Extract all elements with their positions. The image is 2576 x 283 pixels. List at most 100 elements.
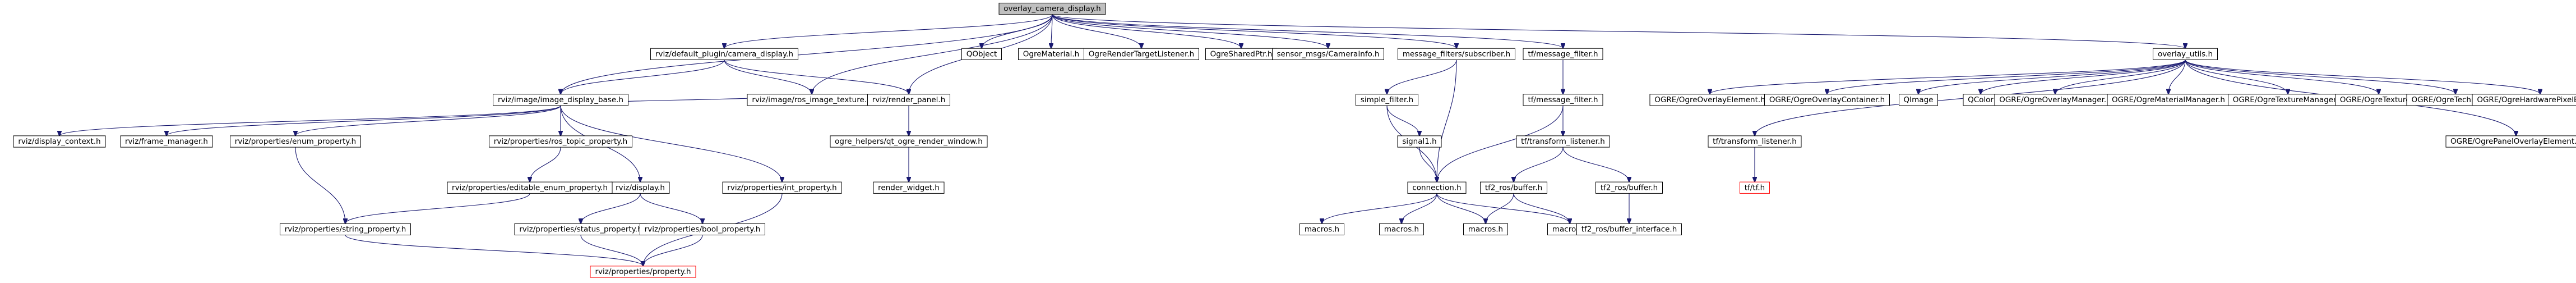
- node-qobject[interactable]: QObject: [961, 48, 1002, 60]
- edge-root-to-ogresharedptr: [1052, 14, 1241, 49]
- node-box: [830, 135, 988, 148]
- edge-root-to-camerainfo: [1052, 14, 1328, 49]
- node-display-context[interactable]: rviz/display_context.h: [13, 135, 106, 148]
- node-tf-transform-listener-a[interactable]: tf/transform_listener.h: [1516, 135, 1610, 148]
- node-ogresharedptr[interactable]: OgreSharedPtr.h: [1205, 48, 1277, 60]
- node-label: tf2_ros/buffer.h: [1601, 183, 1658, 192]
- node-label: rviz/properties/enum_property.h: [235, 137, 356, 146]
- node-box: [1523, 94, 1603, 106]
- edge-default-plugin-camera-display-to-image-display-base: [561, 60, 725, 94]
- node-ogre-hw-pixel-buffer[interactable]: OGRE/OgreHardwarePixelBuffer.h: [2472, 94, 2576, 106]
- node-tf-tf[interactable]: tf/tf.h: [1740, 181, 1770, 194]
- edge-ros-topic-property-to-editable-enum-property: [530, 147, 561, 182]
- node-ros-image-texture[interactable]: rviz/image/ros_image_texture.h: [747, 94, 877, 106]
- node-box: [1576, 223, 1682, 236]
- node-string-property[interactable]: rviz/properties/string_property.h: [280, 223, 411, 236]
- node-overlay-utils[interactable]: overlay_utils.h: [2153, 48, 2218, 60]
- node-label: macros.h: [1305, 225, 1339, 234]
- node-box: [961, 48, 1002, 60]
- node-message-filters-subscriber[interactable]: message_filters/subscriber.h: [1398, 48, 1515, 60]
- node-tf-transform-listener-b[interactable]: tf/transform_listener.h: [1708, 135, 1802, 148]
- node-ogre-overlay-manager[interactable]: OGRE/OgreOverlayManager.h: [1994, 94, 2116, 106]
- node-root[interactable]: overlay_camera_display.h: [998, 2, 1106, 15]
- node-qcolor[interactable]: QColor: [1963, 94, 1999, 106]
- node-ros-topic-property[interactable]: rviz/properties/ros_topic_property.h: [489, 135, 632, 148]
- node-ogre-overlay-element[interactable]: OGRE/OgreOverlayElement.h: [1649, 94, 1770, 106]
- node-box: [13, 135, 106, 148]
- node-bool-property[interactable]: rviz/properties/bool_property.h: [640, 223, 765, 236]
- edge-image-display-base-to-int-property: [560, 106, 782, 182]
- node-label: rviz/properties/ros_topic_property.h: [494, 137, 627, 146]
- node-box: [1708, 135, 1802, 148]
- node-box: [230, 135, 361, 148]
- node-ogre-texture[interactable]: OGRE/OgreTexture.h: [2335, 94, 2422, 106]
- node-label: OgreRenderTargetListener.h: [1089, 49, 1195, 58]
- node-box: [640, 223, 765, 236]
- node-connection[interactable]: connection.h: [1407, 181, 1467, 194]
- edge-default-plugin-camera-display-to-ros-image-texture: [724, 60, 812, 94]
- node-ogrerendertargetlistener[interactable]: OgreRenderTargetListener.h: [1084, 48, 1199, 60]
- node-tf2-ros-buffer-a[interactable]: tf2_ros/buffer.h: [1480, 181, 1547, 194]
- node-frame-manager[interactable]: rviz/frame_manager.h: [120, 135, 213, 148]
- edge-overlay-utils-to-qimage: [1918, 60, 2186, 94]
- node-box: [1397, 135, 1442, 148]
- node-box: [2445, 135, 2576, 148]
- node-box: [873, 181, 945, 194]
- node-tf2-ros-buffer-b[interactable]: tf2_ros/buffer.h: [1595, 181, 1663, 194]
- node-box: [2153, 48, 2218, 60]
- node-label: rviz/image/ros_image_texture.h: [752, 95, 871, 104]
- edge-message-filters-subscriber-to-simple-filter: [1387, 60, 1457, 94]
- node-box: [1398, 48, 1515, 60]
- node-box: [650, 48, 798, 60]
- node-macros-b[interactable]: macros.h: [1379, 223, 1424, 236]
- node-status-property[interactable]: rviz/properties/status_property.h: [514, 223, 648, 236]
- node-label: QColor: [1968, 95, 1994, 104]
- node-tf2-buffer-interface[interactable]: tf2_ros/buffer_interface.h: [1576, 223, 1682, 236]
- edge-default-plugin-camera-display-to-render-panel: [724, 60, 909, 94]
- node-label: tf/message_filter.h: [1528, 95, 1598, 104]
- nodes-layer: overlay_camera_display.h rviz/default_plu…: [13, 2, 2576, 278]
- node-enum-property[interactable]: rviz/properties/enum_property.h: [230, 135, 361, 148]
- node-property[interactable]: rviz/properties/property.h: [590, 266, 696, 278]
- node-macros-c[interactable]: macros.h: [1463, 223, 1508, 236]
- node-tf-message-filter-top[interactable]: tf/message_filter.h: [1523, 48, 1603, 60]
- node-ogrematerial[interactable]: OgreMaterial.h: [1018, 48, 1084, 60]
- node-image-display-base[interactable]: rviz/image/image_display_base.h: [493, 94, 628, 106]
- node-box: [1407, 181, 1467, 194]
- node-qimage[interactable]: QImage: [1899, 94, 1938, 106]
- edge-image-display-base-to-display-context: [59, 105, 561, 136]
- edge-root-to-default-plugin-camera-display: [724, 14, 1053, 49]
- node-ogre-panel-overlay-element[interactable]: OGRE/OgrePanelOverlayElement.h: [2445, 135, 2576, 148]
- node-ogre-overlay-container[interactable]: OGRE/OgreOverlayContainer.h: [1764, 94, 1890, 106]
- edge-overlay-utils-to-ogre-texture-manager: [2185, 60, 2288, 94]
- node-render-panel[interactable]: rviz/render_panel.h: [867, 94, 950, 106]
- node-tf-message-filter-mid[interactable]: tf/message_filter.h: [1523, 94, 1603, 106]
- node-box: [722, 181, 842, 194]
- node-signal1[interactable]: signal1.h: [1397, 135, 1442, 148]
- node-label: connection.h: [1412, 183, 1461, 192]
- node-box: [447, 181, 613, 194]
- node-ogre-texture-manager[interactable]: OGRE/OgreTextureManager.h: [2228, 94, 2348, 106]
- node-label: ogre_helpers/qt_ogre_render_window.h: [835, 137, 983, 146]
- node-box: [1764, 94, 1890, 106]
- node-camerainfo[interactable]: sensor_msgs/CameraInfo.h: [1272, 48, 1384, 60]
- node-default-plugin-camera-display[interactable]: rviz/default_plugin/camera_display.h: [650, 48, 798, 60]
- node-render-widget[interactable]: render_widget.h: [873, 181, 945, 194]
- node-simple-filter[interactable]: simple_filter.h: [1356, 94, 1418, 106]
- edge-editable-enum-property-to-string-property: [345, 193, 530, 223]
- node-label: rviz/properties/string_property.h: [285, 225, 406, 234]
- node-label: OGRE/OgrePanelOverlayElement.h: [2450, 137, 2576, 146]
- node-label: signal1.h: [1402, 137, 1436, 146]
- node-ogre-material-manager[interactable]: OGRE/OgreMaterialManager.h: [2107, 94, 2230, 106]
- edge-overlay-utils-to-ogre-texture: [2185, 60, 2379, 94]
- node-qt-ogre-render-window[interactable]: ogre_helpers/qt_ogre_render_window.h: [830, 135, 988, 148]
- node-macros-a[interactable]: macros.h: [1299, 223, 1344, 236]
- edge-status-property-to-property: [580, 235, 643, 266]
- edge-connection-to-macros-b: [1402, 193, 1437, 223]
- edge-connection-to-macros-c: [1436, 193, 1486, 223]
- node-label: tf/transform_listener.h: [1713, 137, 1797, 146]
- node-int-property[interactable]: rviz/properties/int_property.h: [722, 181, 842, 194]
- node-label: OGRE/OgreOverlayElement.h: [1654, 95, 1765, 104]
- node-display[interactable]: rviz/display.h: [611, 181, 670, 194]
- node-editable-enum-property[interactable]: rviz/properties/editable_enum_property.h: [447, 181, 613, 194]
